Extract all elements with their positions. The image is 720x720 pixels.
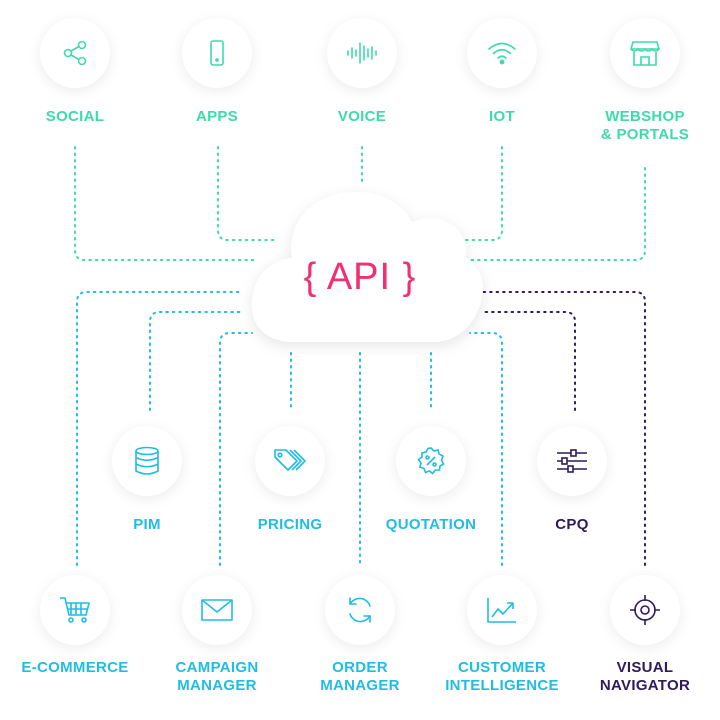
node-quotation[interactable]: QUOTATION [361, 426, 501, 534]
connector-cpq [481, 311, 576, 411]
soundwave-icon [347, 42, 377, 64]
pricing-label: PRICING [257, 516, 323, 533]
connector-visual [481, 291, 646, 566]
envelope-icon [201, 599, 233, 621]
customer-label: CUSTOMER INTELLIGENCE [445, 659, 559, 694]
order-label: ORDER MANAGER [320, 659, 400, 694]
connector-customer [469, 332, 503, 566]
refresh-icon [349, 597, 371, 623]
visual-label: VISUAL NAVIGATOR [599, 659, 691, 694]
cpq-circle [537, 426, 607, 496]
webshop-circle [610, 18, 680, 88]
connector-ecommerce [76, 291, 241, 566]
apps-label: APPS [195, 108, 239, 125]
voice-label: VOICE [337, 108, 387, 125]
node-voice[interactable]: VOICE [292, 18, 432, 126]
storefront-icon [629, 41, 661, 66]
node-customer[interactable]: CUSTOMER INTELLIGENCE [432, 575, 572, 695]
connector-pim [149, 311, 241, 411]
smartphone-icon [210, 40, 224, 66]
social-label: SOCIAL [45, 108, 105, 125]
social-circle [40, 18, 110, 88]
pricing-circle [255, 426, 325, 496]
iot-label: IOT [489, 108, 515, 125]
connector-iot [439, 146, 503, 241]
ecommerce-label: E-COMMERCE [21, 659, 129, 676]
shopping-cart-icon [60, 597, 90, 623]
visual-circle [610, 575, 680, 645]
customer-circle [467, 575, 537, 645]
campaign-circle [182, 575, 252, 645]
cpq-label: CPQ [555, 516, 589, 533]
connector-social [74, 146, 256, 261]
node-apps[interactable]: APPS [147, 18, 287, 126]
node-order[interactable]: ORDER MANAGER [290, 575, 430, 695]
connector-apps [217, 146, 276, 241]
api-cloud [251, 192, 483, 342]
pim-label: PIM [133, 516, 161, 533]
quotation-label: QUOTATION [385, 516, 477, 533]
trend-chart-icon [487, 598, 516, 623]
node-visual[interactable]: VISUAL NAVIGATOR [575, 575, 715, 695]
node-iot[interactable]: IOT [432, 18, 572, 126]
wifi-icon [488, 42, 516, 65]
database-icon [135, 446, 159, 475]
price-tags-icon [274, 449, 306, 471]
connector-campaign [219, 332, 253, 566]
quotation-circle [396, 426, 466, 496]
target-icon [630, 595, 660, 625]
ecommerce-circle [40, 575, 110, 645]
iot-circle [467, 18, 537, 88]
node-pricing[interactable]: PRICING [220, 426, 360, 534]
voice-circle [327, 18, 397, 88]
pim-circle [112, 426, 182, 496]
sliders-icon [557, 449, 587, 473]
connector-webshop [461, 167, 646, 261]
share-icon [63, 40, 87, 66]
api-label: { API } [303, 256, 417, 298]
discount-badge-icon [417, 447, 445, 475]
node-webshop[interactable]: WEBSHOP & PORTALS [575, 18, 715, 144]
campaign-label: CAMPAIGN MANAGER [175, 659, 259, 694]
node-pim[interactable]: PIM [77, 426, 217, 534]
webshop-label: WEBSHOP & PORTALS [600, 108, 690, 143]
order-circle [325, 575, 395, 645]
node-ecommerce[interactable]: E-COMMERCE [5, 575, 145, 677]
apps-circle [182, 18, 252, 88]
node-social[interactable]: SOCIAL [5, 18, 145, 126]
node-cpq[interactable]: CPQ [502, 426, 642, 534]
node-campaign[interactable]: CAMPAIGN MANAGER [147, 575, 287, 695]
